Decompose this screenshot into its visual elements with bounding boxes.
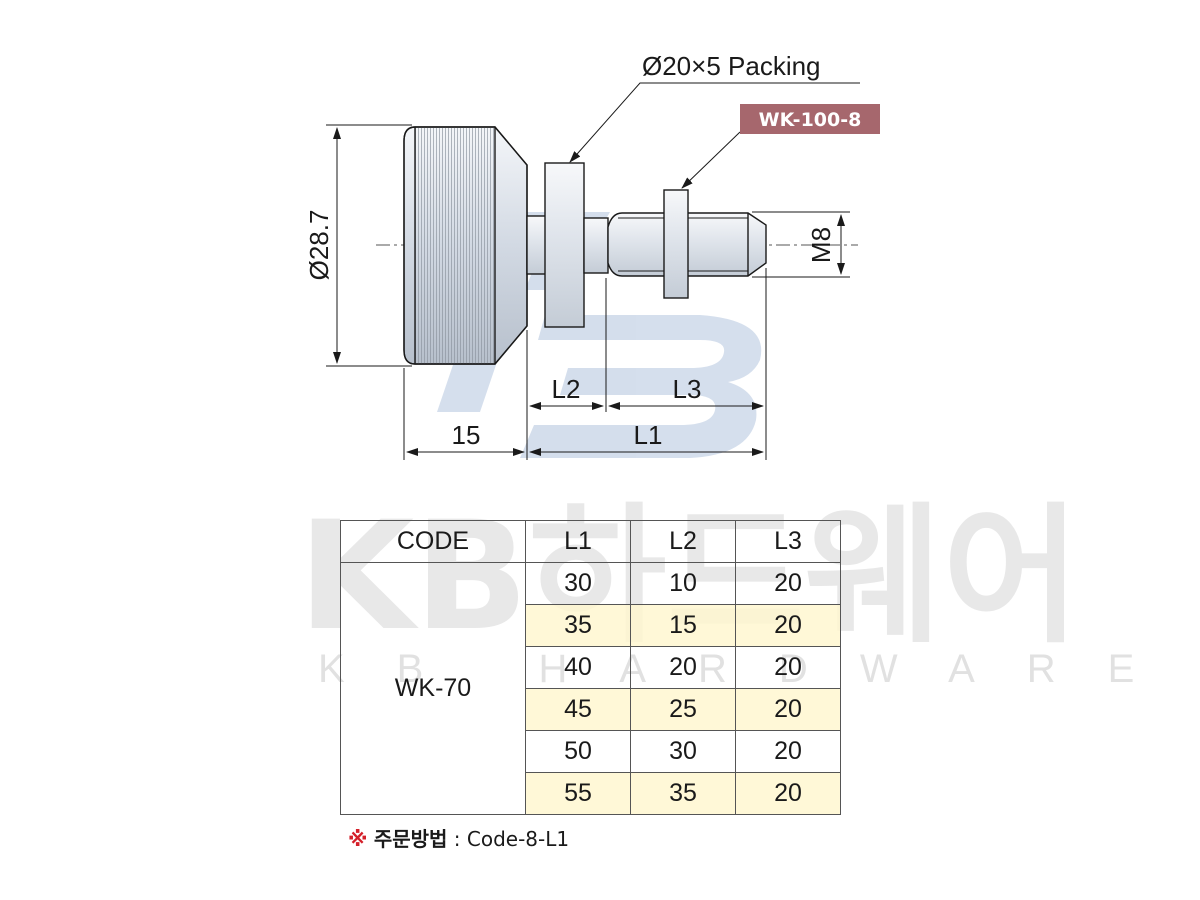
table-row: 50 30 20	[341, 730, 841, 773]
order-method-label: 주문방법	[373, 827, 448, 851]
cell-l2: 20	[630, 646, 736, 689]
width-15-dimension-label: 15	[452, 420, 481, 450]
cell-l2: 25	[630, 688, 736, 731]
cell-l1: 30	[525, 562, 631, 605]
cell-l3: 20	[735, 730, 841, 773]
cell-l2: 35	[630, 772, 736, 815]
cell-l1: 45	[525, 688, 631, 731]
table-row: WK-70 30 10 20	[340, 562, 841, 815]
header-l2: L2	[630, 520, 736, 563]
order-method-separator: :	[453, 827, 461, 851]
neck	[583, 217, 609, 274]
cell-l2: 15	[630, 604, 736, 647]
cell-l1: 35	[525, 604, 631, 647]
header-l1: L1	[525, 520, 631, 563]
diameter-dimension-label: Ø28.7	[304, 210, 334, 281]
code-cell: WK-70	[340, 562, 526, 815]
spec-table: CODE L1 L2 L3 WK-70 30 10 20 35 15 20 40…	[340, 520, 841, 815]
cell-l3: 20	[735, 604, 841, 647]
table-row: 35 15 20	[341, 604, 841, 647]
packing-callout	[569, 82, 860, 163]
reference-mark-icon: ※	[348, 827, 368, 851]
cell-l2: 10	[630, 562, 736, 605]
header-code: CODE	[340, 520, 526, 563]
knurled-knob	[403, 126, 528, 365]
l3-dimension-label: L3	[673, 374, 702, 404]
order-method-value: Code-8-L1	[466, 827, 570, 851]
cell-l1: 40	[525, 646, 631, 689]
shaft	[526, 215, 548, 275]
part-label-badge	[740, 104, 880, 134]
order-method-note: ※ 주문방법 : Code-8-L1	[348, 823, 569, 852]
stud-washer	[663, 189, 689, 299]
cell-l1: 50	[525, 730, 631, 773]
cell-l3: 20	[735, 688, 841, 731]
cell-l2: 30	[630, 730, 736, 773]
length-dimensions	[403, 268, 767, 460]
packing-callout-label: Ø20×5 Packing	[642, 51, 821, 81]
cell-l3: 20	[735, 646, 841, 689]
cell-l3: 20	[735, 562, 841, 605]
spec-table-header: CODE L1 L2 L3	[340, 520, 841, 563]
table-row: 55 35 20	[341, 772, 841, 815]
cell-l1: 55	[525, 772, 631, 815]
l2-dimension-label: L2	[552, 374, 581, 404]
thread-dimension	[752, 211, 850, 278]
thread-dimension-label: M8	[806, 227, 836, 263]
diameter-dimension	[326, 124, 412, 367]
cell-l3: 20	[735, 772, 841, 815]
table-row: 40 20 20	[341, 646, 841, 689]
l1-dimension-label: L1	[634, 420, 663, 450]
packing-washer	[544, 162, 585, 328]
header-l3: L3	[735, 520, 841, 563]
part-callout	[681, 131, 741, 189]
part-label-text: WK-100-8	[759, 109, 862, 131]
